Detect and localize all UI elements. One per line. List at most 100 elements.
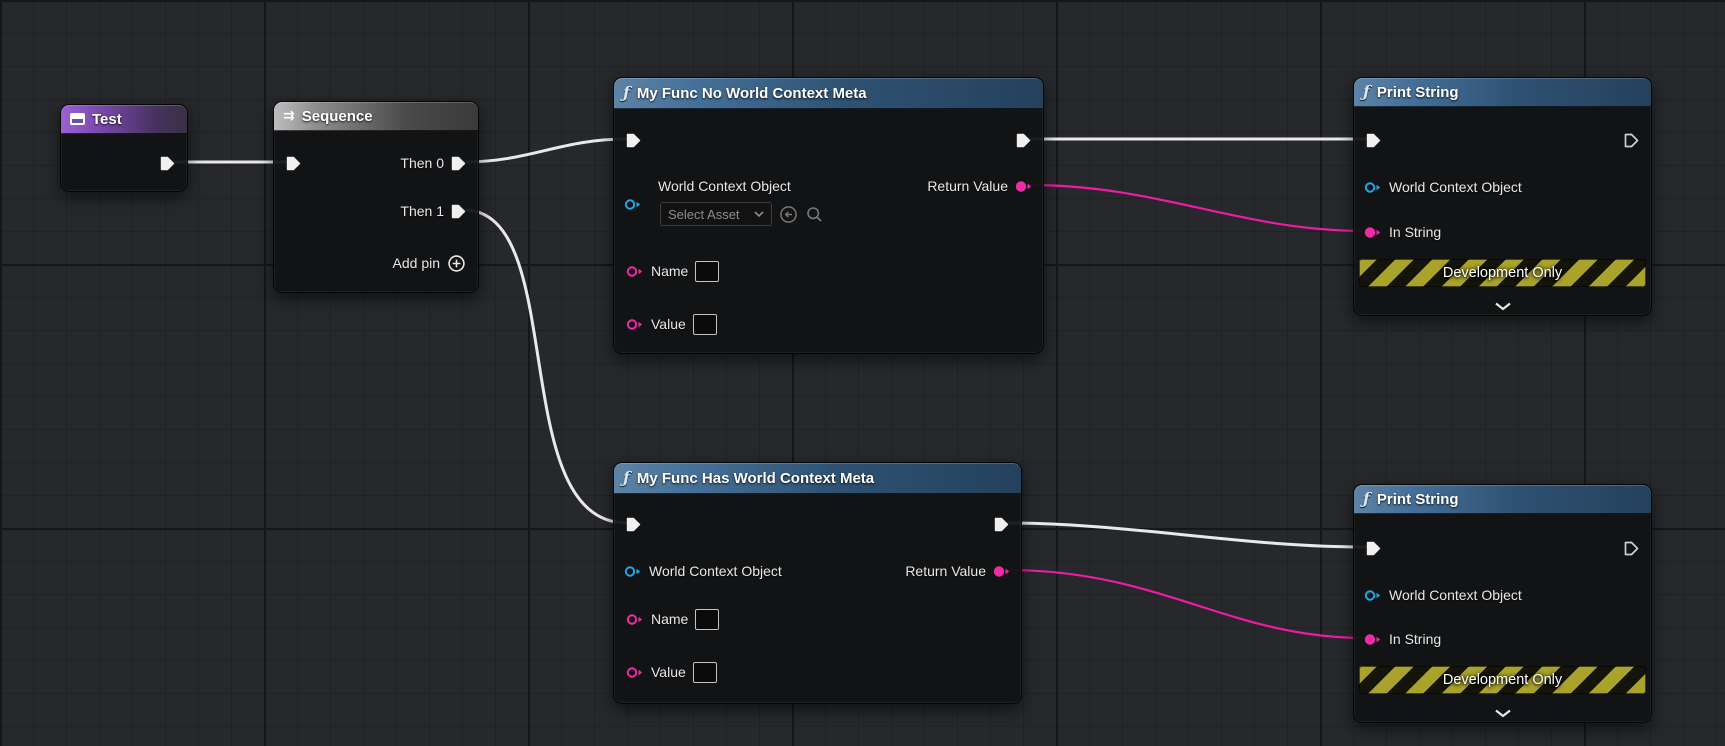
world-context-object-pin[interactable] (1364, 181, 1382, 194)
exec-out-row (160, 150, 175, 176)
value-label: Value (651, 664, 686, 680)
exec-out-pin[interactable] (160, 156, 175, 171)
exec-out-pin[interactable] (1016, 133, 1031, 148)
then-1-row: Then 1 (400, 198, 466, 224)
value-pin[interactable] (626, 666, 644, 679)
in-string-pin[interactable] (1364, 633, 1382, 646)
func-has-wcm-node[interactable]: ƒ My Func Has World Context Meta World C… (613, 462, 1022, 704)
world-context-object-pin[interactable] (624, 565, 642, 578)
return-value-pin[interactable] (1015, 180, 1033, 193)
return-value-pin[interactable] (993, 565, 1011, 578)
select-asset-dropdown[interactable]: Select Asset (660, 202, 772, 226)
print-string-bottom-header[interactable]: ƒ Print String (1354, 485, 1651, 514)
wire-return-to-instring-top[interactable] (1028, 183, 1367, 233)
name-pin[interactable] (626, 265, 644, 278)
in-string-label: In String (1389, 631, 1442, 647)
exec-in-pin[interactable] (1366, 541, 1381, 556)
then-0-pin[interactable] (451, 156, 466, 171)
wire-then1-to-func-has[interactable] (462, 208, 629, 525)
wire-then0-to-func-no[interactable] (462, 137, 629, 164)
chevron-down-icon (754, 211, 764, 217)
node-title: Print String (1376, 83, 1459, 101)
then-1-pin[interactable] (451, 204, 466, 219)
value-row: Value (626, 311, 717, 337)
browse-asset-button[interactable] (804, 204, 824, 224)
name-row: Name (626, 258, 720, 284)
exec-out-row (1624, 127, 1639, 153)
add-pin-icon[interactable] (447, 254, 466, 273)
name-input[interactable] (695, 608, 720, 630)
test-node[interactable]: Test (60, 104, 188, 192)
world-context-object-pin[interactable] (1364, 589, 1382, 602)
name-row: Name (626, 606, 720, 632)
in-string-row: In String (1364, 626, 1441, 652)
name-input[interactable] (695, 260, 720, 282)
function-icon: ƒ (623, 83, 630, 102)
exec-in-row (286, 150, 301, 176)
magnifier-icon (806, 206, 822, 222)
sequence-node[interactable]: ⇉ Sequence Then 0 Then 1 Add pin (273, 101, 479, 293)
print-string-top-header[interactable]: ƒ Print String (1354, 78, 1651, 107)
name-label: Name (651, 263, 689, 279)
name-label: Name (651, 611, 689, 627)
world-context-object-label: World Context Object (649, 563, 782, 579)
use-selected-asset-icon (779, 205, 797, 223)
func-no-wcm-node[interactable]: ƒ My Func No World Context Meta World Co… (613, 77, 1044, 354)
in-string-label: In String (1389, 224, 1442, 240)
then-0-row: Then 0 (400, 150, 466, 176)
world-context-row: World Context Object (624, 558, 782, 584)
world-context-object-pin[interactable] (624, 198, 642, 211)
test-node-header[interactable]: Test (61, 105, 187, 134)
world-context-row: World Context Object (1364, 174, 1522, 200)
value-input[interactable] (692, 313, 717, 335)
exec-in-pin[interactable] (626, 133, 641, 148)
in-string-row: In String (1364, 219, 1441, 245)
value-pin[interactable] (626, 318, 644, 331)
exec-out-pin[interactable] (994, 517, 1009, 532)
return-value-label: Return Value (927, 178, 1008, 194)
node-title: My Func Has World Context Meta (636, 469, 875, 487)
in-string-pin[interactable] (1364, 226, 1382, 239)
select-asset-value: Select Asset (668, 206, 740, 222)
value-row: Value (626, 659, 717, 685)
development-only-label: Development Only (1442, 672, 1563, 688)
value-label: Value (651, 316, 686, 332)
func-no-wcm-header[interactable]: ƒ My Func No World Context Meta (614, 78, 1043, 109)
exec-out-pin[interactable] (1624, 133, 1639, 148)
name-pin[interactable] (626, 613, 644, 626)
exec-in-row (1366, 127, 1381, 153)
use-selected-asset-button[interactable] (778, 204, 798, 224)
func-has-wcm-header[interactable]: ƒ My Func Has World Context Meta (614, 463, 1021, 494)
development-only-label: Development Only (1442, 265, 1563, 281)
print-string-top-node[interactable]: ƒ Print String World Context Object In S… (1353, 77, 1652, 316)
add-pin-label: Add pin (392, 255, 440, 271)
wire-func-has-to-print-bottom[interactable] (1004, 521, 1369, 549)
node-title: Sequence (301, 107, 373, 125)
return-value-label: Return Value (905, 563, 986, 579)
node-title: My Func No World Context Meta (636, 84, 867, 102)
expand-chevron-icon[interactable] (1494, 302, 1512, 311)
exec-out-pin[interactable] (1624, 541, 1639, 556)
exec-out-row (1016, 127, 1031, 153)
world-context-row: World Context Object (1364, 582, 1522, 608)
value-input[interactable] (692, 661, 717, 683)
exec-out-row (1624, 535, 1639, 561)
node-title: Print String (1376, 490, 1459, 508)
exec-in-pin[interactable] (1366, 133, 1381, 148)
print-string-bottom-node[interactable]: ƒ Print String World Context Object In S… (1353, 484, 1652, 723)
function-icon: ƒ (1363, 489, 1370, 508)
exec-out-row (994, 511, 1009, 537)
widget-blueprint-icon (70, 113, 85, 125)
wire-return-to-instring-bottom[interactable] (1006, 568, 1367, 640)
sequence-node-header[interactable]: ⇉ Sequence (274, 102, 478, 131)
exec-in-row (626, 511, 641, 537)
function-icon: ƒ (1363, 82, 1370, 101)
world-context-object-label: World Context Object (1389, 587, 1522, 603)
function-icon: ƒ (623, 468, 630, 487)
exec-in-pin[interactable] (286, 156, 301, 171)
expand-chevron-icon[interactable] (1494, 709, 1512, 718)
then-0-label: Then 0 (400, 155, 444, 171)
exec-in-row (626, 127, 641, 153)
exec-in-pin[interactable] (626, 517, 641, 532)
